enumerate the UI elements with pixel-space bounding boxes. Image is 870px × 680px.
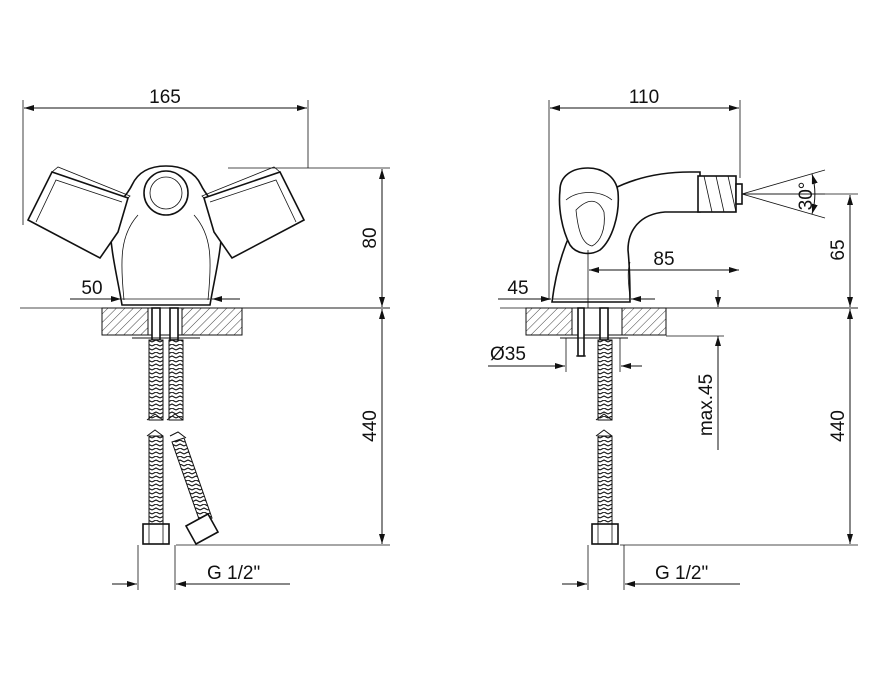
- thread-dimension-side: G 1/2": [655, 563, 708, 584]
- hole-diameter: Ø35: [490, 344, 526, 365]
- deck-thickness-dimension: max.45: [696, 374, 717, 436]
- hose-length-dimension-side: 440: [828, 410, 849, 442]
- hose-right: [168, 339, 184, 421]
- right-handle: [201, 166, 306, 260]
- fitting-side: [591, 523, 619, 545]
- fitting-left: [142, 523, 170, 545]
- fitting-right: [184, 512, 220, 546]
- depth-dimension: 110: [629, 87, 659, 108]
- reach-dimension: 85: [653, 249, 674, 270]
- width-dimension: 165: [149, 87, 181, 108]
- spray-angle: 30°: [796, 182, 817, 211]
- base-depth-dimension: 45: [507, 278, 528, 299]
- side-view: 110 30° 85 65 45: [488, 87, 858, 590]
- height-dimension: 80: [360, 227, 381, 248]
- front-view: 165 80 50: [20, 87, 390, 590]
- height-dimension-side: 65: [828, 239, 849, 260]
- left-handle: [26, 166, 131, 260]
- hose-side: [597, 339, 613, 421]
- base-width-dimension: 50: [81, 278, 102, 299]
- hose-length-dimension: 440: [360, 410, 381, 442]
- hose-left: [148, 339, 164, 421]
- aerator-icon: [143, 170, 189, 216]
- lever-handle: [558, 167, 620, 255]
- thread-dimension: G 1/2": [207, 563, 260, 584]
